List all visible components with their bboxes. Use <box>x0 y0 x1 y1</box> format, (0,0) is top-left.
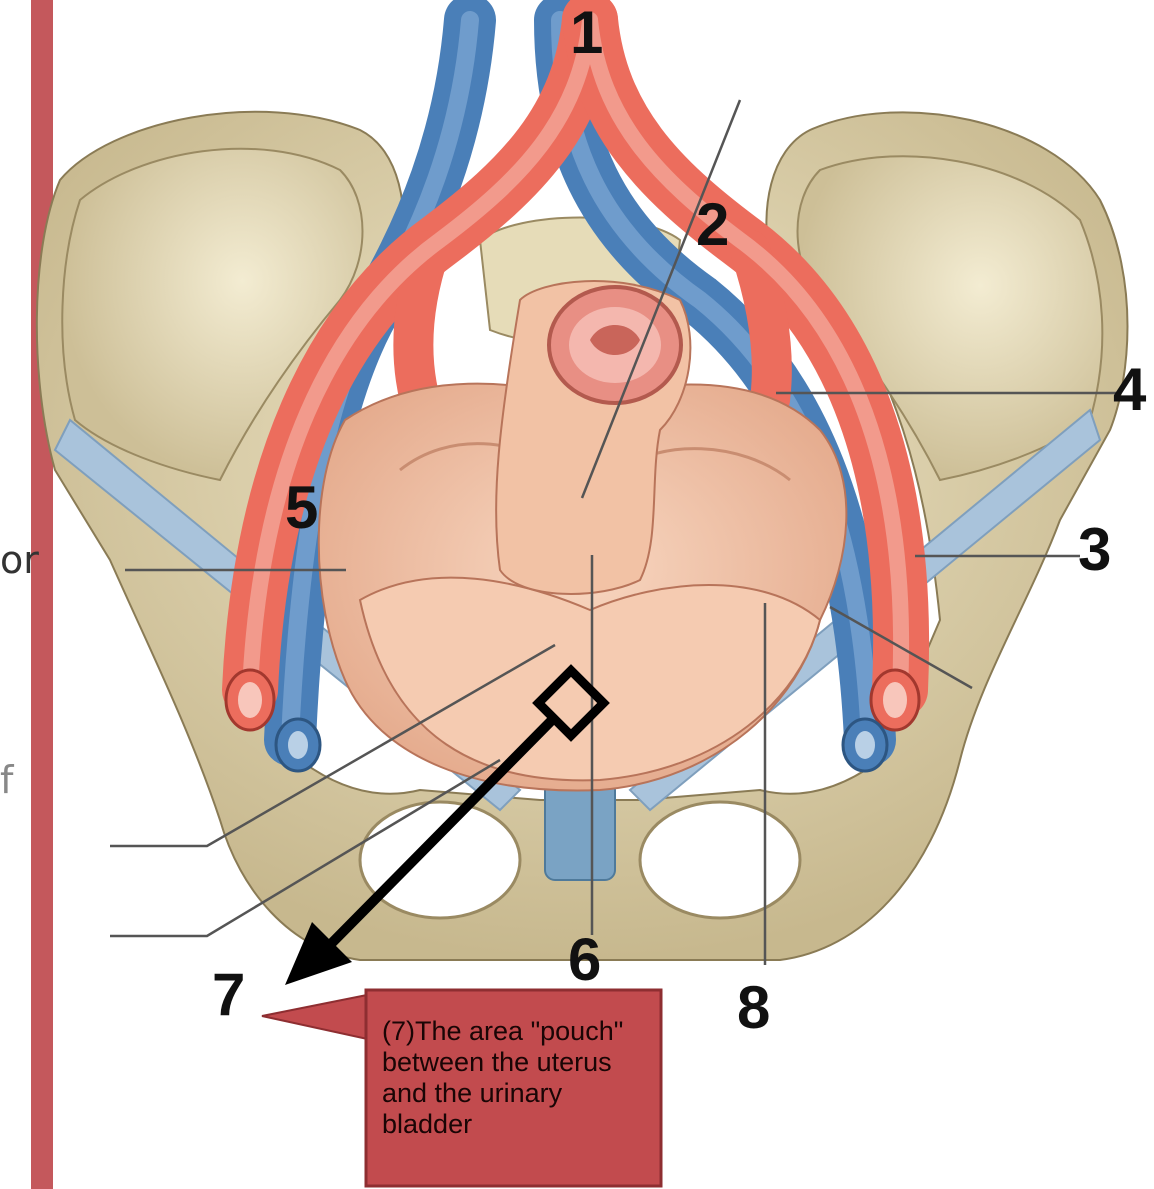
edge-bar <box>31 0 53 1189</box>
label-8: 8 <box>737 974 770 1041</box>
label-2: 2 <box>696 191 729 258</box>
label-4: 4 <box>1113 356 1147 423</box>
label-5: 5 <box>285 474 318 541</box>
label-6: 6 <box>568 926 601 993</box>
edge-fragment-or: or <box>0 538 39 582</box>
callout-text: (7)The area "pouch" between the uterus a… <box>382 1016 652 1140</box>
edge-fragment-f: f <box>0 758 15 802</box>
label-3: 3 <box>1078 516 1111 583</box>
label-1: 1 <box>570 0 603 66</box>
label-7: 7 <box>212 961 245 1028</box>
